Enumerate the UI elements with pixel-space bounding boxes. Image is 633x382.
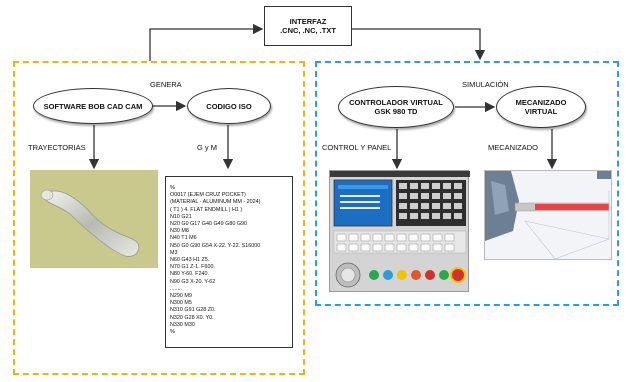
code-line: % [170, 185, 175, 191]
mecanizado-label: MECANIZADO [515, 98, 567, 107]
code-line: M3 [170, 249, 178, 256]
trayectorias-label: TRAYECTORIAS [28, 143, 86, 152]
code-line: ( T1 ) 4. FLAT ENDMILL | H1 ) [170, 206, 243, 213]
controlador-virtual-oval: CONTROLADOR VIRTUAL GSK 980 TD [338, 86, 454, 128]
control-panel-label: CONTROL Y PANEL [322, 143, 392, 152]
code-line: N10 G21 [170, 213, 192, 220]
controlador-model-label: GSK 980 TD [374, 107, 418, 116]
mecanizado-caption: MECANIZADO [488, 143, 539, 152]
code-line: N50 G0 G90 G54 X-22. Y-22. S16000 [170, 242, 261, 249]
g-y-m-label: G y M [197, 143, 217, 152]
code-line: % [170, 329, 175, 336]
code-line: N80 Y-60. F240. [170, 271, 209, 278]
code-line: N300 M5 [170, 300, 192, 307]
code-line: N310 G91 G28 Z0. [170, 307, 216, 314]
code-line: O0017 (EJEM CRUZ POCKET) [170, 192, 246, 199]
mecanizado-virtual-oval: MECANIZADO VIRTUAL [496, 86, 586, 128]
code-line: N290 M9 [170, 293, 192, 300]
iso-code-listing: %O0017 (EJEM CRUZ POCKET)(MATERIAL - ALU… [165, 176, 293, 348]
code-line: N90 G3 X-20. Y-62 [170, 278, 216, 285]
code-line: ........ [170, 285, 182, 292]
interfaz-title: INTERFAZ [289, 17, 327, 26]
simulation-region [315, 61, 619, 306]
machining-sim-drawing [485, 171, 611, 259]
codigo-iso-oval: CODIGO ISO [187, 88, 271, 124]
cnc-panel-image [329, 170, 470, 292]
codigo-iso-label: CODIGO ISO [206, 101, 252, 111]
simulacion-label: SIMULACIÓN [462, 80, 509, 89]
code-line: N70 G1 Z-1. F600. [170, 264, 215, 271]
bobcad-region [13, 61, 305, 375]
code-line: N60 G43 H1 Z5. [170, 257, 210, 264]
code-line: N30 M8 [170, 228, 189, 235]
code-line: N330 M30 [170, 321, 195, 328]
code-line: N320 G28 X0. Y0. [170, 314, 214, 321]
code-line: N40 T1 M6 [170, 235, 197, 242]
toolpath-image [30, 170, 158, 268]
code-line: N20 G0 G17 G40 G49 G80 G90 [170, 221, 248, 228]
interfaz-formats: .CNC, .NC, .TXT [280, 26, 336, 35]
mecanizado-virtual-label: VIRTUAL [524, 107, 558, 116]
software-bobcad-oval: SOFTWARE BOB CAD CAM [33, 88, 153, 124]
machining-sim-image [484, 170, 612, 260]
software-bobcad-label: SOFTWARE BOB CAD CAM [43, 101, 143, 111]
toolpath-part [40, 189, 140, 257]
controlador-label: CONTROLADOR VIRTUAL [349, 98, 443, 107]
code-line: (MATERIAL - ALUMINUM MM - 2024) [170, 199, 261, 206]
genera-label: GENERA [150, 80, 182, 89]
cnc-panel-drawing [330, 171, 470, 288]
interfaz-box: INTERFAZ .CNC, .NC, .TXT [264, 6, 352, 46]
